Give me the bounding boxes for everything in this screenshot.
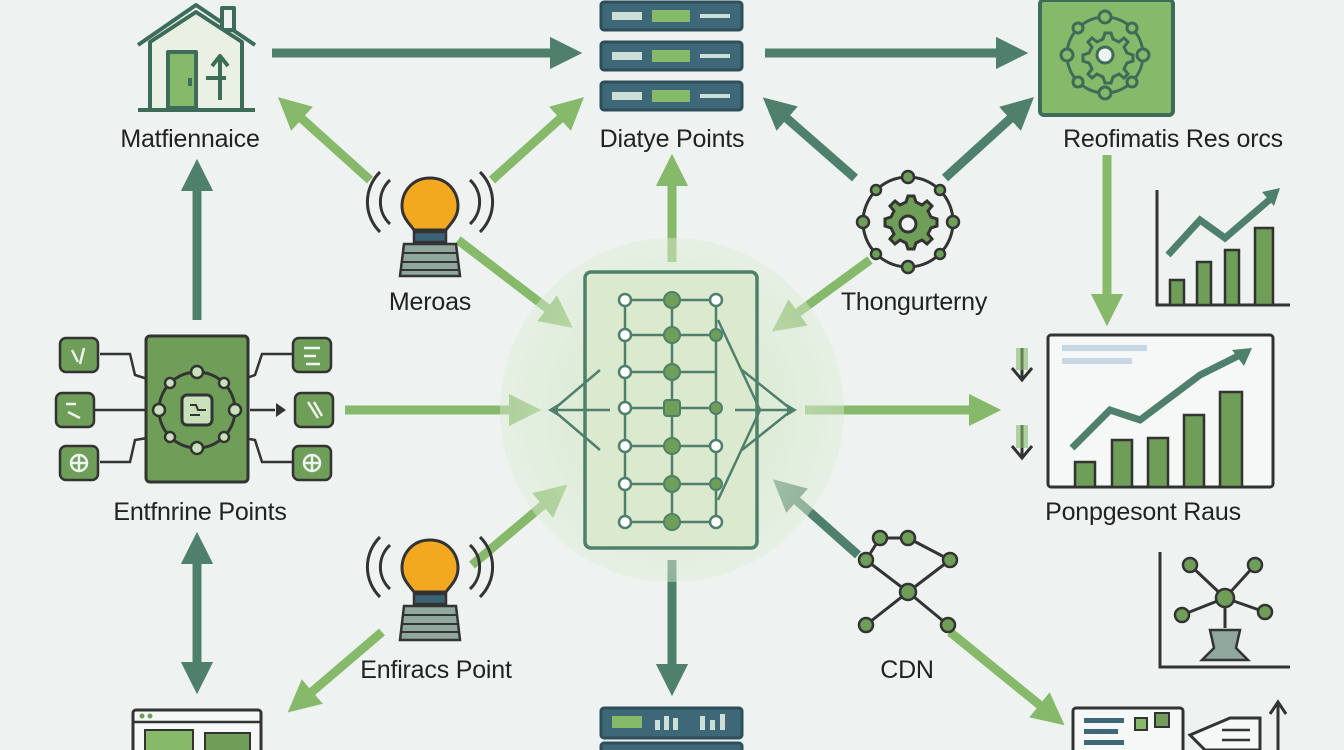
label-entry-points: Entfnrine Points xyxy=(113,498,287,526)
label-data-points: Diatye Points xyxy=(599,125,745,153)
gear-cycle-icon xyxy=(855,169,961,275)
gear-network-icon xyxy=(1038,0,1175,117)
server-rack-icon xyxy=(599,0,744,112)
light-bulb-signal-icon xyxy=(365,535,495,642)
network-nodes-icon xyxy=(857,529,959,634)
arrow-bulb-to-bottom-left xyxy=(287,628,385,713)
light-bulb-signal-icon xyxy=(365,170,495,278)
label-maintenance: Matfiennaice xyxy=(120,125,260,153)
server-rack-icon xyxy=(599,706,744,750)
arrow-cdn-to-bottom-right xyxy=(947,628,1065,726)
label-resources: Reofimatis Res orcs xyxy=(1063,125,1283,153)
circuit-board-icon xyxy=(54,334,335,484)
label-performance: Ponpgesont Raus xyxy=(1045,498,1241,526)
house-icon xyxy=(136,3,257,112)
label-cdn: CDN xyxy=(880,656,934,684)
central-network-grid-icon xyxy=(500,238,844,582)
growth-chart-icon xyxy=(1010,333,1275,489)
arrow-gear-to-data xyxy=(762,97,858,182)
label-thongurterny: Thongurterny xyxy=(840,288,988,316)
arrow-meroas-to-maintenance xyxy=(277,97,374,184)
browser-window-icon xyxy=(131,708,263,750)
network-topology-icon xyxy=(1158,552,1290,669)
arrow-gear-to-resources xyxy=(941,97,1034,182)
dashboard-panel-icon xyxy=(1071,699,1288,750)
label-meroas: Meroas xyxy=(388,288,472,316)
arrow-meroas-to-data xyxy=(488,97,585,184)
growth-chart-icon xyxy=(1155,188,1290,307)
label-enfiracs-point: Enfiracs Point xyxy=(360,656,512,684)
